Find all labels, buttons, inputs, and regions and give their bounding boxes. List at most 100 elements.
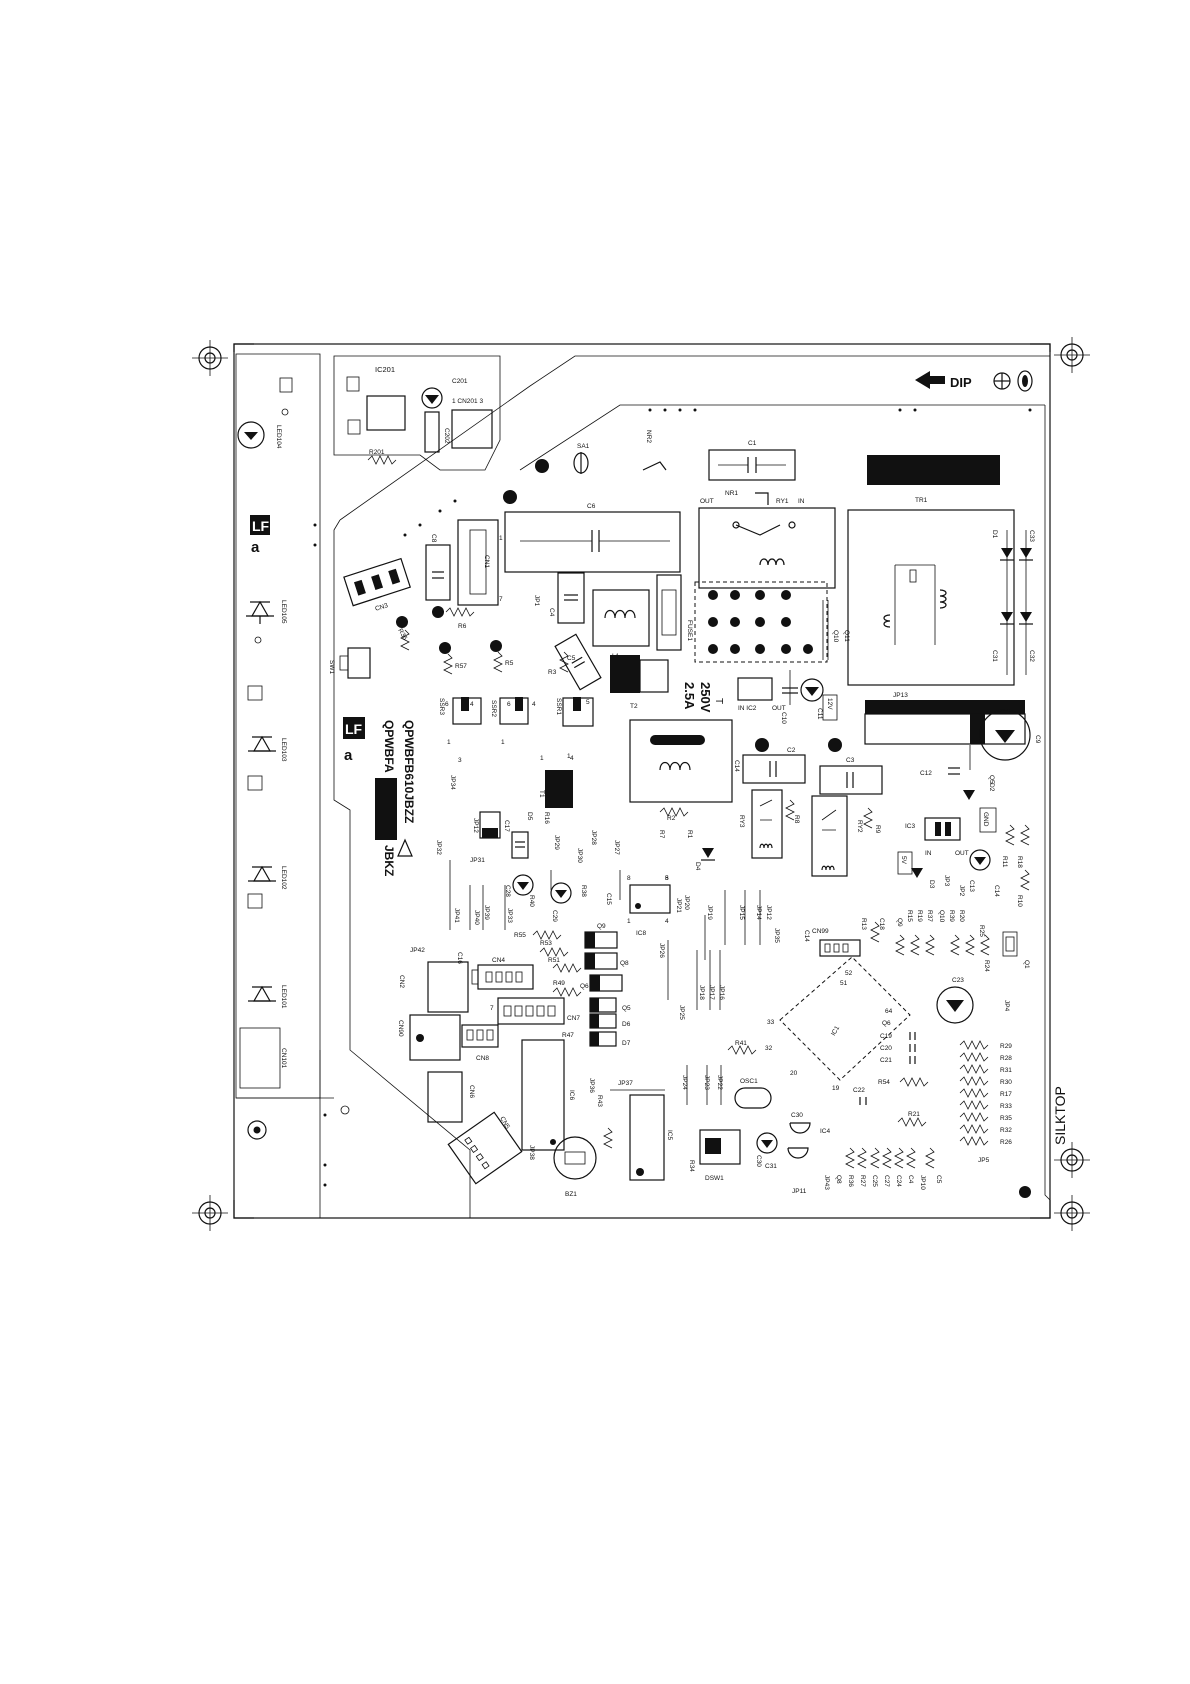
c27-label: C27 [883,1175,890,1187]
resistor-ladder: R29 R28 R31 R30 R17 R33 R35 R32 R26 JP5 [959,1040,1012,1164]
svg-text:6: 6 [445,701,449,708]
surge-section: SA1 NR2 [503,430,667,504]
c202-label: C202 [443,428,450,444]
r201-label: R201 [369,449,385,456]
l1-inductor [592,589,650,647]
ry1-label: RY1 [776,498,789,505]
svg-text:8: 8 [627,875,631,882]
jp35-label: JP27 [613,840,620,855]
r15-label: R19 [916,910,923,922]
d6-label: D3 [928,880,935,889]
lfa-logo-top: LF a [250,515,270,556]
led104-label: LED104 [275,425,282,449]
dip-direction-indicator: DIP [915,370,1033,392]
ic3-label: IC3 [905,823,916,830]
jp30-label: JP22 [716,1075,723,1090]
c8-label: C8 [430,534,437,543]
svg-text:4: 4 [470,701,474,708]
c14-label: C14 [993,885,1000,897]
r40-label: R40 [528,895,535,907]
r28-label: R33 [1000,1103,1012,1110]
fuse-rating: 2.5A 250V T [682,682,724,713]
jp15-label: JP2 [958,885,965,897]
d5-diode-icon [963,790,975,800]
cn2-connector [427,961,469,1013]
nr2-label: NR2 [645,430,652,443]
svg-text:1: 1 [627,918,631,925]
ic5 [629,1094,665,1181]
diodes-d1-d4: D1 C33 C31 C32 [991,530,1035,675]
osc1-label: OSC1 [740,1078,758,1085]
jp32-label: JP24 [681,1075,688,1090]
pad [279,377,293,393]
led-strip: LED104 LF a LED105 LED103 LED102 [237,377,293,1089]
jp34-label: JP26 [658,943,665,958]
dip-label: DIP [950,375,972,390]
r9-label: R11 [1001,856,1008,868]
c22-label: C21 [880,1057,892,1064]
svg-text:a: a [344,747,353,764]
r7-label: R2 [667,815,676,822]
svg-text:1: 1 [540,755,544,762]
cn2-label: CN2 [398,975,405,988]
dsw1-label: DSW1 [705,1175,724,1182]
jp11-label: Q10 [832,630,839,643]
r25-label: R31 [1000,1067,1012,1074]
svg-text:5: 5 [665,875,669,882]
r22-label: R28 [1000,1055,1012,1062]
bz1-label: BZ1 [565,1191,577,1198]
c18-label: C17 [503,820,510,832]
c2-label: C2 [787,747,796,754]
r35-label: R36 [847,1175,854,1187]
c16-label: C15 [605,893,612,905]
svg-text:4: 4 [665,918,669,925]
q10-label: Q8 [620,960,629,967]
cn7-label: CN7 [567,1015,580,1022]
model-suffix-label: JBKZ [382,845,396,876]
registration-mark-top-left-icon [192,340,228,376]
cn101-label: CN101 [280,1048,287,1069]
pad-a [503,490,517,504]
jp29-label: JP21 [675,898,682,913]
ic3-in-label: IN [925,850,932,857]
gnd-label: GND [982,812,989,827]
svg-text:52: 52 [845,970,853,977]
sa1-label: SA1 [577,443,590,450]
c2-c3-ry2-ry3: C2 C3 C14 RY3 RY2 R8 R9 [733,738,883,877]
r23-label: R29 [1000,1043,1012,1050]
svg-text:1: 1 [501,739,505,746]
svg-text:3: 3 [458,757,462,764]
jp13-label: JP13 [893,692,908,699]
r55-label: R55 [514,932,526,939]
ic5-label: IC5 [666,1130,673,1141]
pad-b [828,738,842,752]
r6-label: R6 [458,623,467,630]
ic2-out-label: OUT [772,705,786,712]
d2-label: C32 [1028,650,1035,662]
r12-label: R1 [686,830,693,839]
c23-capacitor-icon [936,986,974,1024]
fuse-type-label: T [713,698,724,704]
12v-label: 12V [826,698,833,710]
t1-label: T1 [538,790,545,798]
filter-section: JP1 C4 L1 FUSE1 T2 2.5A 250V T C5 R3 [533,572,724,713]
r21-label: R21 [908,1111,920,1118]
svg-text:1: 1 [447,739,451,746]
r47-label: R47 [562,1032,574,1039]
d5-label: D2 [988,783,995,792]
svg-text:64: 64 [885,1008,893,1015]
c23-label: C23 [952,977,964,984]
jp14-label: JP1 [533,595,540,607]
r8-label: R10 [1016,895,1023,907]
ry1-out-label: OUT [700,498,714,505]
r14-label: R7 [658,830,665,839]
r39-label: R20 [958,910,965,922]
registration-mark-top-right-icon [1054,337,1090,373]
svg-text:4: 4 [532,701,536,708]
q12-label: JP12 [472,818,479,833]
c1-capacitor [708,449,796,481]
tr1-transformer: TR1 D1 C33 C31 C32 [847,497,1035,686]
c5-label: C5 [567,655,576,662]
relay-section: C1 NR1 OUT IN RY1 [698,440,836,589]
ry2-relay [811,795,848,877]
